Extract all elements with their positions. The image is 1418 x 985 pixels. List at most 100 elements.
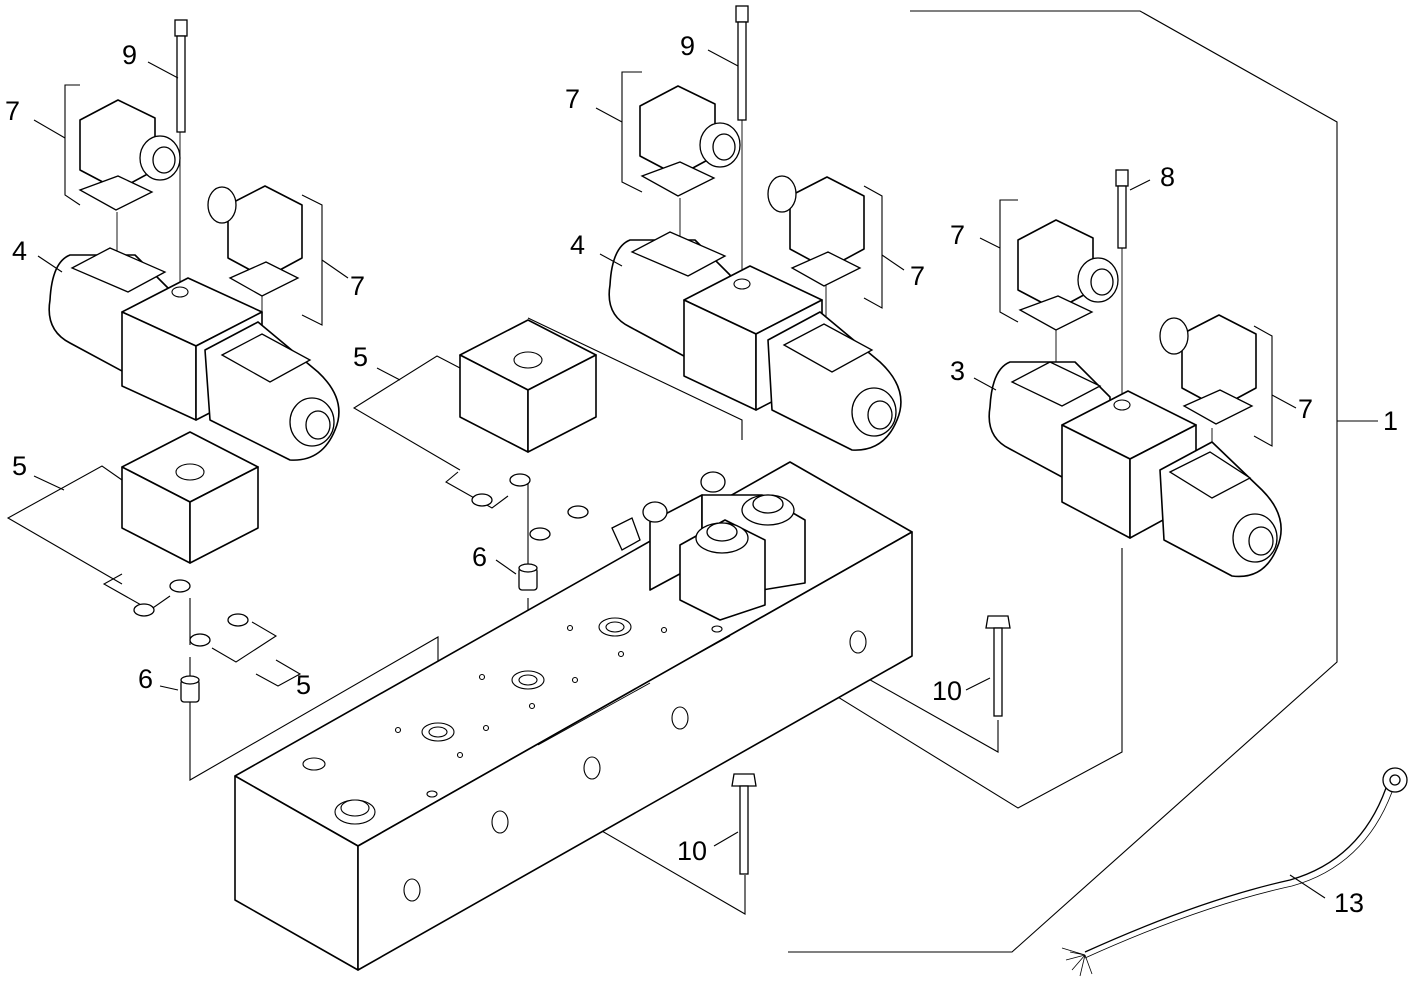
callout-9-center: 9	[680, 31, 695, 61]
callout-7c: 7	[565, 84, 580, 114]
leader-4a	[37, 255, 63, 273]
port-hole-inner	[518, 674, 538, 686]
port-hole	[302, 757, 326, 771]
bolt-head-9b	[735, 5, 749, 23]
bracket-5b	[352, 355, 461, 471]
leader-13	[1289, 874, 1326, 899]
top-edge-line	[537, 682, 651, 746]
bolt-shank-8	[1117, 185, 1127, 249]
callout-5-orings: 5	[296, 670, 311, 700]
leader-9a	[147, 61, 179, 79]
o-ring	[567, 505, 589, 519]
port-hole-inner	[605, 621, 625, 633]
plug-socket-a	[70, 247, 167, 293]
callout-3: 3	[950, 356, 965, 386]
valve-assembly-center	[608, 5, 902, 451]
cartridge-knob	[706, 522, 738, 542]
plug-socket-c	[630, 231, 727, 277]
gasket-7f	[1182, 389, 1254, 425]
callout-10-right: 10	[932, 676, 962, 706]
callout-9-left: 9	[122, 40, 137, 70]
plug-brackets	[6, 71, 1273, 687]
gasket-7a	[78, 175, 154, 211]
leader-right-valve	[699, 548, 1123, 809]
sub-plate-right-a	[189, 466, 259, 564]
callout-7a: 7	[5, 96, 20, 126]
bracket-7d	[863, 185, 883, 309]
callout-leaders	[33, 49, 1297, 847]
o-ring	[509, 473, 531, 487]
cable-edge	[1084, 791, 1393, 959]
bolt-head-10a	[985, 615, 1011, 629]
pin-hole	[394, 726, 402, 734]
callout-7d: 7	[910, 261, 925, 291]
bolt-hole	[426, 790, 438, 798]
bolts-10	[731, 615, 1011, 875]
callout-labels: 1 3 4 4 5 5 5 6 6 7 7 7 7 7 7 8 9 9 10 1…	[5, 31, 1398, 918]
bracket-7c	[621, 71, 643, 193]
plug-6a-top	[180, 675, 200, 685]
gasket-7d	[790, 251, 862, 287]
port-hole-inner	[428, 726, 448, 738]
pin-hole	[571, 676, 579, 684]
leader-5b	[376, 367, 401, 381]
plug-gland-inner-7c	[712, 133, 736, 161]
plug-cap-top	[340, 799, 370, 817]
plug-gland-inner-7a	[152, 146, 176, 174]
bracket-7f	[1253, 325, 1273, 447]
bolt-hole	[733, 278, 751, 290]
manifold-front-face	[357, 531, 913, 971]
callout-6-center: 6	[472, 542, 487, 572]
plug-socket-b	[220, 333, 312, 383]
side-port	[671, 706, 689, 730]
plug-gland-7b	[207, 186, 237, 224]
bolt-head-8	[1115, 169, 1129, 187]
callout-7b: 7	[350, 271, 365, 301]
cable-ring-hole	[1389, 774, 1401, 786]
leader-7b	[321, 259, 349, 279]
plug-connector-7f	[1181, 314, 1257, 409]
callout-13: 13	[1334, 888, 1364, 918]
cartridge-knob	[752, 494, 784, 514]
plug-connector-7b	[227, 185, 303, 279]
leader-6b	[495, 559, 517, 575]
top-edge-line	[689, 635, 731, 659]
o-ring	[471, 493, 493, 507]
leader-7f	[1271, 394, 1297, 409]
bracket-oring-5c	[211, 621, 278, 663]
sub-plate-port	[175, 463, 205, 481]
plug-connector-7d	[789, 176, 865, 270]
callout-7f: 7	[1298, 394, 1313, 424]
cable-strands	[1061, 947, 1093, 977]
cartridge-valves	[611, 471, 806, 621]
leader-5a	[33, 475, 65, 491]
leader-10a	[965, 677, 991, 691]
leader-8	[1129, 179, 1151, 191]
bracket-7a	[64, 84, 81, 206]
bolt-head-10b	[731, 773, 757, 787]
plug-gland-7d	[767, 175, 797, 213]
bolt-shank-9a	[176, 35, 186, 133]
manifold-block	[234, 461, 913, 971]
pin-hole	[566, 624, 574, 632]
pin-hole	[528, 702, 536, 710]
gasket-7c	[640, 161, 716, 197]
fitting	[611, 517, 641, 551]
bolt-hole	[171, 286, 189, 298]
plug-socket-f	[1168, 451, 1252, 499]
bolt-head-9a	[174, 19, 188, 37]
bracket-oring-left	[102, 573, 171, 611]
leader-9b	[707, 49, 739, 67]
valve-assembly-right	[988, 169, 1282, 578]
callout-10-center: 10	[677, 836, 707, 866]
bolt-shank-10a	[993, 627, 1003, 717]
plug-socket-e	[1010, 361, 1102, 407]
gasket-7e	[1018, 295, 1094, 331]
bolt-shank-10b	[739, 785, 749, 875]
callout-7e: 7	[950, 220, 965, 250]
pin-hole	[482, 724, 490, 732]
leader-7c	[595, 107, 623, 123]
o-ring	[189, 633, 211, 647]
